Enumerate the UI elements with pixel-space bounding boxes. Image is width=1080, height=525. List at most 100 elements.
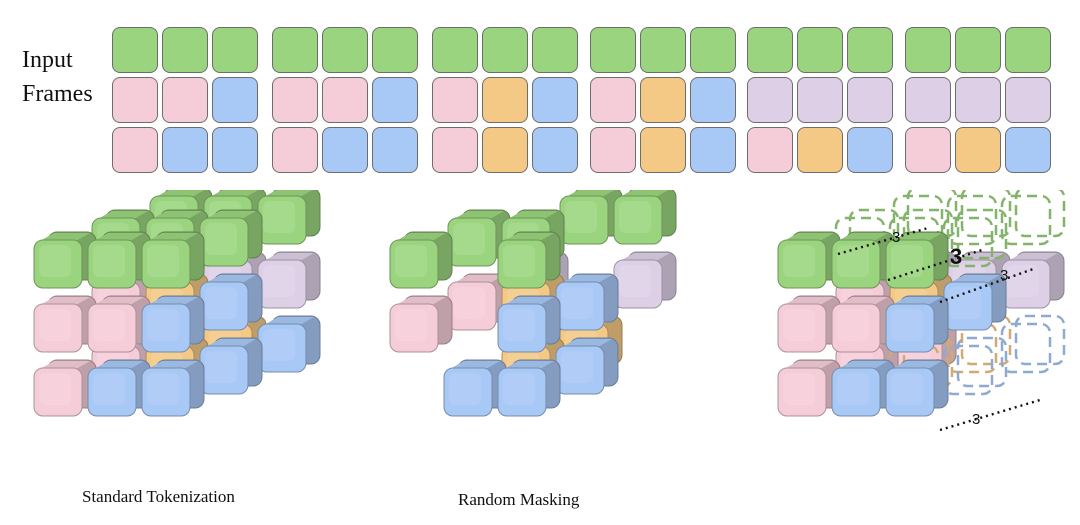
standard-token-t1-r2c1 — [33, 295, 97, 353]
frame-6-tile-r2c2 — [955, 77, 1001, 123]
frame-6-tile-r2c3 — [1005, 77, 1051, 123]
random-masking-cube — [389, 190, 677, 417]
dotted-connector-3 — [939, 266, 1037, 304]
random-token-t3-r1c3 — [613, 190, 677, 245]
frame-3-tile-r1c3 — [532, 27, 578, 73]
random-token-t1-r2c3 — [497, 295, 561, 353]
tube-token-t3-r1c3 — [1000, 190, 1066, 246]
frame-5-tile-r1c3 — [847, 27, 893, 73]
frame-1-tile-r3c2 — [162, 127, 208, 173]
frame-6-tile-r1c1 — [905, 27, 951, 73]
frame-1-tile-r3c3 — [212, 127, 258, 173]
tube-annotations: 3 3 3 3 — [837, 226, 1041, 432]
dotted-connector-4 — [939, 398, 1041, 432]
frame-5-tile-r3c2 — [797, 127, 843, 173]
frame-3-tile-r2c3 — [532, 77, 578, 123]
frame-1-tile-r3c1 — [112, 127, 158, 173]
annotation-3-top-left: 3 — [892, 229, 900, 246]
frame-4-tile-r2c1 — [590, 77, 636, 123]
frame-2-tile-r3c3 — [372, 127, 418, 173]
frame-2-tile-r2c2 — [322, 77, 368, 123]
frame-4-tile-r1c1 — [590, 27, 636, 73]
standard-token-t3-r2c3 — [257, 251, 321, 309]
token-cubes-diagram: 3 3 3 3 — [33, 190, 1066, 480]
standard-token-t2-r1c3 — [199, 209, 263, 267]
frame-5-tile-r3c3 — [847, 127, 893, 173]
frame-3-tile-r3c1 — [432, 127, 478, 173]
standard-token-t1-r2c2 — [87, 295, 151, 353]
frame-1-tile-r2c1 — [112, 77, 158, 123]
standard-token-t1-r1c1 — [33, 231, 97, 289]
frame-6-tile-r3c1 — [905, 127, 951, 173]
random-token-t1-r2c1 — [389, 295, 453, 353]
standard-token-t3-r1c3 — [257, 190, 321, 245]
frame-1-tile-r2c2 — [162, 77, 208, 123]
dotted-connector-1 — [837, 226, 929, 256]
frame-4-tile-r1c3 — [690, 27, 736, 73]
frame-2-tile-r2c1 — [272, 77, 318, 123]
frame-6-tile-r3c2 — [955, 127, 1001, 173]
frame-4-tile-r3c1 — [590, 127, 636, 173]
dotted-connector-2 — [887, 248, 983, 282]
frame-2-tile-r1c3 — [372, 27, 418, 73]
tube-token-t1-r2c3 — [885, 295, 949, 353]
frame-5-tile-r2c1 — [747, 77, 793, 123]
tube-token-t3-r3c2 — [946, 314, 1012, 374]
tube-token-t1-r1c1 — [777, 231, 841, 289]
frame-3-tile-r2c1 — [432, 77, 478, 123]
standard-token-t2-r3c3 — [199, 337, 263, 395]
standard-token-t1-r1c2 — [87, 231, 151, 289]
tube-token-t3-r1c2 — [946, 190, 1012, 246]
tube-token-t1-r2c1 — [777, 295, 841, 353]
caption-random-masking: Random Masking — [458, 490, 580, 509]
frame-5-tile-r3c1 — [747, 127, 793, 173]
tube-token-t1-r3c1 — [777, 359, 841, 417]
frame-4-tile-r3c2 — [640, 127, 686, 173]
input-frames-label-line2: Frames — [22, 81, 93, 107]
standard-token-t3-r3c3 — [257, 315, 321, 373]
random-token-t2-r2c3 — [555, 273, 619, 331]
annotation-3-top-right: 3 — [1000, 267, 1008, 284]
tube-token-t3-r2c3 — [1001, 251, 1065, 309]
standard-tokenization-cube — [33, 190, 321, 417]
tube-token-t1-r3c3 — [885, 359, 949, 417]
frame-6-tile-r2c1 — [905, 77, 951, 123]
input-frames-grid: Input Frames — [0, 0, 1080, 190]
frame-5-tile-r2c2 — [797, 77, 843, 123]
tube-token-t1-r1c3 — [885, 231, 949, 289]
frame-1-tile-r1c2 — [162, 27, 208, 73]
random-token-t1-r1c1 — [389, 231, 453, 289]
frame-6-tile-r1c3 — [1005, 27, 1051, 73]
annotation-3-top-center: 3 — [950, 244, 962, 269]
frame-1-tile-r1c1 — [112, 27, 158, 73]
bottom-fade — [880, 430, 950, 480]
frame-5-tile-r2c3 — [847, 77, 893, 123]
frame-2-tile-r3c2 — [322, 127, 368, 173]
frame-3-tile-r3c2 — [482, 127, 528, 173]
frame-3-tile-r2c2 — [482, 77, 528, 123]
frame-2-tile-r3c1 — [272, 127, 318, 173]
frame-5-tile-r1c1 — [747, 27, 793, 73]
standard-token-t1-r3c1 — [33, 359, 97, 417]
tube-token-t2-r2c3 — [943, 273, 1007, 331]
frame-2-tile-r2c3 — [372, 77, 418, 123]
random-token-t3-r2c3 — [613, 251, 677, 309]
frame-4-tile-r2c2 — [640, 77, 686, 123]
standard-token-t1-r1c3 — [141, 231, 205, 289]
frame-3-tile-r3c3 — [532, 127, 578, 173]
random-token-t1-r1c3 — [497, 231, 561, 289]
frame-4-tile-r3c3 — [690, 127, 736, 173]
tube-token-t3-r3c3 — [1000, 314, 1066, 374]
tube-token-t1-r3c2 — [831, 359, 895, 417]
frame-2-tile-r1c1 — [272, 27, 318, 73]
frame-4-tile-r1c2 — [640, 27, 686, 73]
frame-5-tile-r1c2 — [797, 27, 843, 73]
frame-1-tile-r1c3 — [212, 27, 258, 73]
standard-token-t1-r3c3 — [141, 359, 205, 417]
tube-masking-cube — [777, 190, 1066, 417]
standard-token-t1-r3c2 — [87, 359, 151, 417]
frame-6-tile-r3c3 — [1005, 127, 1051, 173]
random-token-t1-r3c2 — [443, 359, 507, 417]
random-token-t3-r1c2 — [559, 190, 623, 245]
input-frames-label-line1: Input — [22, 47, 73, 73]
